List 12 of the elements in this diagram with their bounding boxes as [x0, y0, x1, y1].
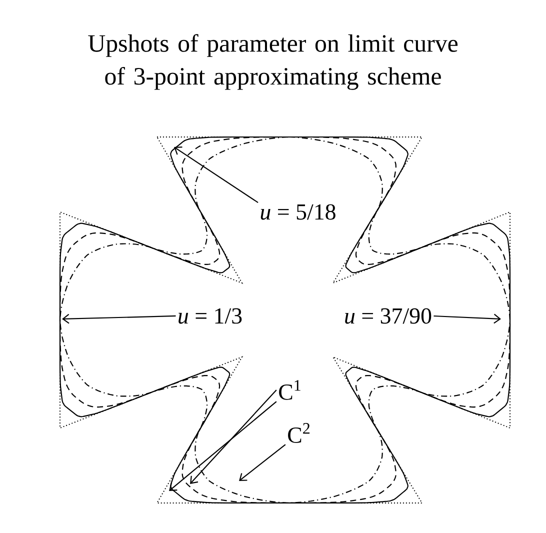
parameter-label: C$^{1}$ [279, 380, 300, 400]
leader-arrow [169, 401, 277, 491]
leader-arrow [190, 390, 277, 484]
leader-arrow [434, 314, 501, 324]
leader-arrow [174, 146, 258, 203]
parameter-label: C$^{2}$ [288, 423, 310, 443]
leader-arrow [239, 444, 286, 481]
parameter-label: u = 1/3 [178, 308, 242, 324]
leader-arrow [62, 314, 176, 324]
title: Upshots of parameter on limit curve of 3-point approximating scheme [88, 34, 458, 90]
parameter-label: u = 37/90 [345, 308, 432, 324]
parameter-label: u = 5/18 [260, 204, 336, 220]
